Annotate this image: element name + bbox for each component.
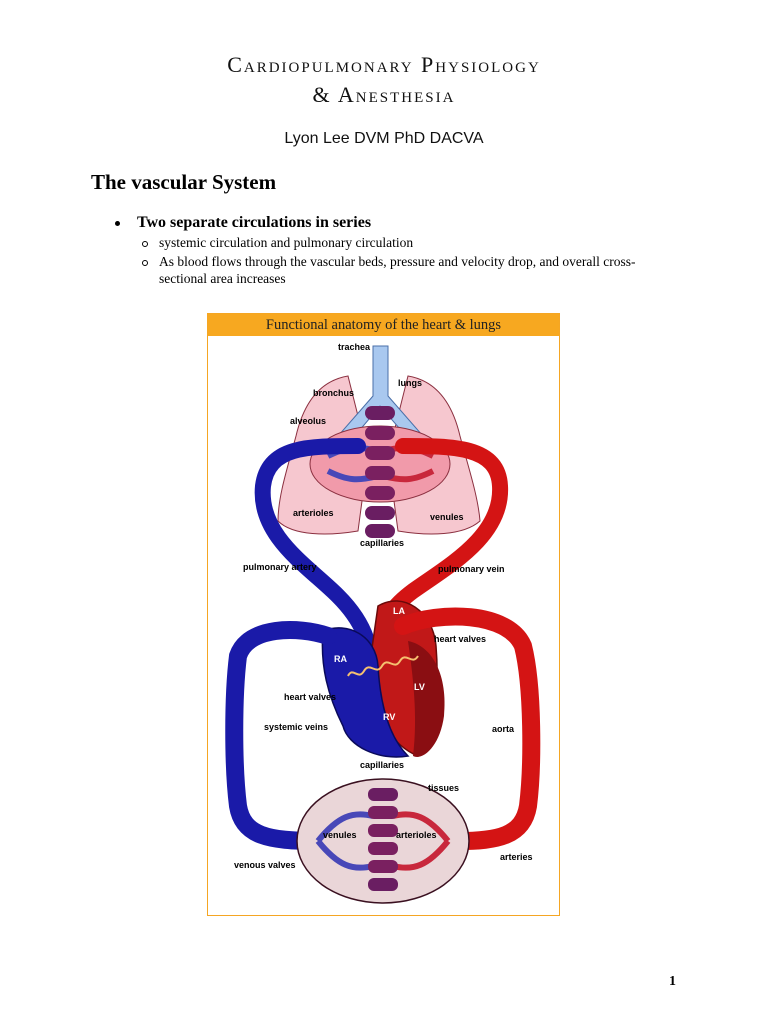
- label-systemic-veins: systemic veins: [264, 722, 328, 732]
- heart-valve-line: [347, 655, 419, 677]
- label-trachea: trachea: [338, 342, 371, 352]
- circulation-diagram: trachea lungs bronchus alveolus arteriol…: [225, 342, 541, 904]
- section-heading: The vascular System: [91, 170, 277, 194]
- circle-bullet-icon: [142, 241, 148, 247]
- title-line-1: Cardiopulmonary Physiology: [227, 52, 541, 77]
- label-pulmonary-artery: pulmonary artery: [243, 562, 317, 572]
- label-heart-valves-left: heart valves: [284, 692, 336, 702]
- pulmonary-artery-vessel: [254, 438, 378, 664]
- label-aorta: aorta: [492, 724, 515, 734]
- label-lungs: lungs: [398, 378, 422, 388]
- label-arterioles-top: arterioles: [293, 508, 334, 518]
- label-arteries: arteries: [500, 852, 533, 862]
- label-tissues: tissues: [428, 783, 459, 793]
- capillary-column-top: [365, 406, 395, 538]
- label-venules-top: venules: [430, 512, 464, 522]
- sub-bullet-item: As blood flows through the vascular beds…: [115, 253, 675, 287]
- bullet-item: Two separate circulations in series: [115, 214, 675, 232]
- label-bronchus: bronchus: [313, 388, 354, 398]
- circle-bullet-icon: [142, 260, 148, 266]
- label-capillaries-bottom: capillaries: [360, 760, 404, 770]
- bullet-list: Two separate circulations in series syst…: [115, 214, 675, 287]
- label-heart-valves-right: heart valves: [434, 634, 486, 644]
- trachea-shape: [337, 345, 424, 445]
- figure-caption: Functional anatomy of the heart & lungs: [208, 314, 559, 336]
- author-line: Lyon Lee DVM PhD DACVA: [284, 130, 484, 147]
- aorta-vessel: [394, 607, 541, 850]
- label-alveolus: alveolus: [290, 416, 326, 426]
- label-venules-bottom: venules: [323, 830, 357, 840]
- label-arterioles-bottom: arterioles: [396, 830, 437, 840]
- tissue-capillary-bed: [296, 778, 470, 904]
- label-la: LA: [393, 606, 405, 616]
- document-title: Cardiopulmonary Physiology & Anesthesia: [0, 50, 768, 110]
- label-ra: RA: [334, 654, 347, 664]
- systemic-capillaries: [315, 811, 451, 871]
- label-capillaries-top: capillaries: [360, 538, 404, 548]
- title-line-2: & Anesthesia: [312, 82, 456, 107]
- systemic-veins-vessel: [225, 621, 337, 850]
- capillary-column-bottom: [368, 788, 398, 891]
- sub-bullet-text: As blood flows through the vascular beds…: [159, 254, 636, 286]
- label-lv: LV: [414, 682, 425, 692]
- sub-bullet-item: systemic circulation and pulmonary circu…: [115, 234, 675, 251]
- bullet-dot-icon: [115, 221, 120, 226]
- label-rv: RV: [383, 712, 395, 722]
- heart-lungs-figure: Functional anatomy of the heart & lungs: [207, 313, 560, 916]
- label-pulmonary-vein: pulmonary vein: [438, 564, 505, 574]
- page-number: 1: [669, 974, 676, 989]
- left-ventricle-shape: [408, 641, 445, 757]
- bullet-text: Two separate circulations in series: [137, 214, 372, 231]
- right-heart-shape: [321, 627, 410, 758]
- label-venous-valves: venous valves: [234, 860, 296, 870]
- sub-bullet-text: systemic circulation and pulmonary circu…: [159, 235, 414, 250]
